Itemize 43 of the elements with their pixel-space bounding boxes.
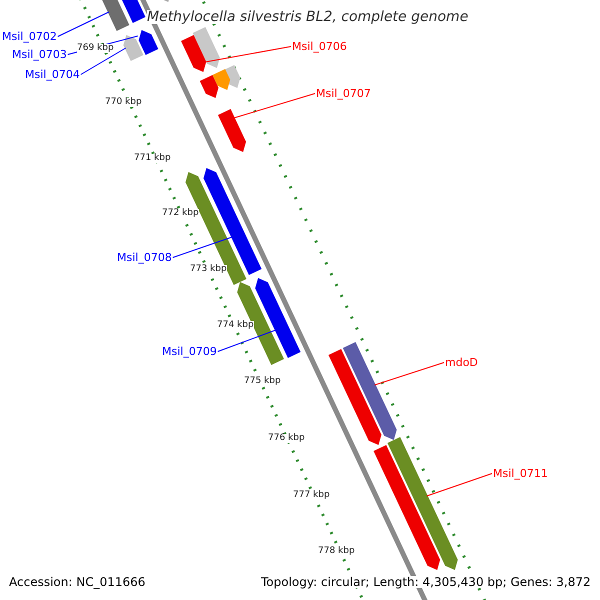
gene-feature	[212, 69, 230, 90]
tick-label: 772 kbp	[162, 209, 199, 218]
tick-label: 769 kbp	[77, 44, 114, 53]
gene-label: mdoD	[445, 357, 478, 368]
tick-label: 771 kbp	[134, 154, 171, 163]
tick-label: 778 kbp	[318, 547, 355, 556]
gene-label: Msil_0706	[292, 41, 347, 52]
genome-summary-text: Topology: circular; Length: 4,305,430 bp; Genes: 3,872	[261, 576, 591, 588]
gene-feature	[218, 109, 246, 152]
gene-feature	[374, 445, 440, 570]
tick-label: 776 kbp	[268, 434, 305, 443]
gene-feature	[387, 437, 458, 570]
gene-feature	[181, 35, 206, 72]
gene-label: Msil_0702	[2, 31, 57, 42]
gene-label: Msil_0711	[493, 468, 548, 479]
leader-line	[57, 12, 110, 37]
gene-feature	[200, 75, 218, 98]
leader-line	[233, 93, 316, 118]
leader-line	[426, 473, 492, 496]
leader-line	[80, 48, 126, 75]
leader-line	[172, 236, 233, 258]
tick-label: 774 kbp	[217, 321, 254, 330]
leader-line	[374, 362, 444, 386]
gene-label: Msil_0703	[12, 49, 67, 60]
accession-text: Accession: NC_011666	[9, 576, 146, 588]
gene-feature	[121, 0, 146, 23]
tick-label: 775 kbp	[244, 377, 281, 386]
gene-feature	[138, 30, 158, 55]
gene-label: Msil_0708	[117, 252, 172, 263]
tick-label: 777 kbp	[293, 491, 330, 500]
gene-feature	[342, 342, 397, 440]
gene-feature	[237, 282, 284, 365]
tick-label: 773 kbp	[190, 265, 227, 274]
tick-label: 770 kbp	[105, 98, 142, 107]
gene-feature	[328, 349, 382, 445]
gene-label: Msil_0704	[25, 69, 80, 80]
gene-label: Msil_0707	[316, 88, 371, 99]
gene-feature	[192, 27, 220, 68]
gene-feature	[255, 278, 301, 358]
leader-line	[217, 330, 276, 352]
gene-label: Msil_0709	[162, 346, 217, 357]
gene-feature	[123, 35, 144, 61]
map-title: Methylocella silvestris BL2, complete genome	[147, 10, 468, 24]
